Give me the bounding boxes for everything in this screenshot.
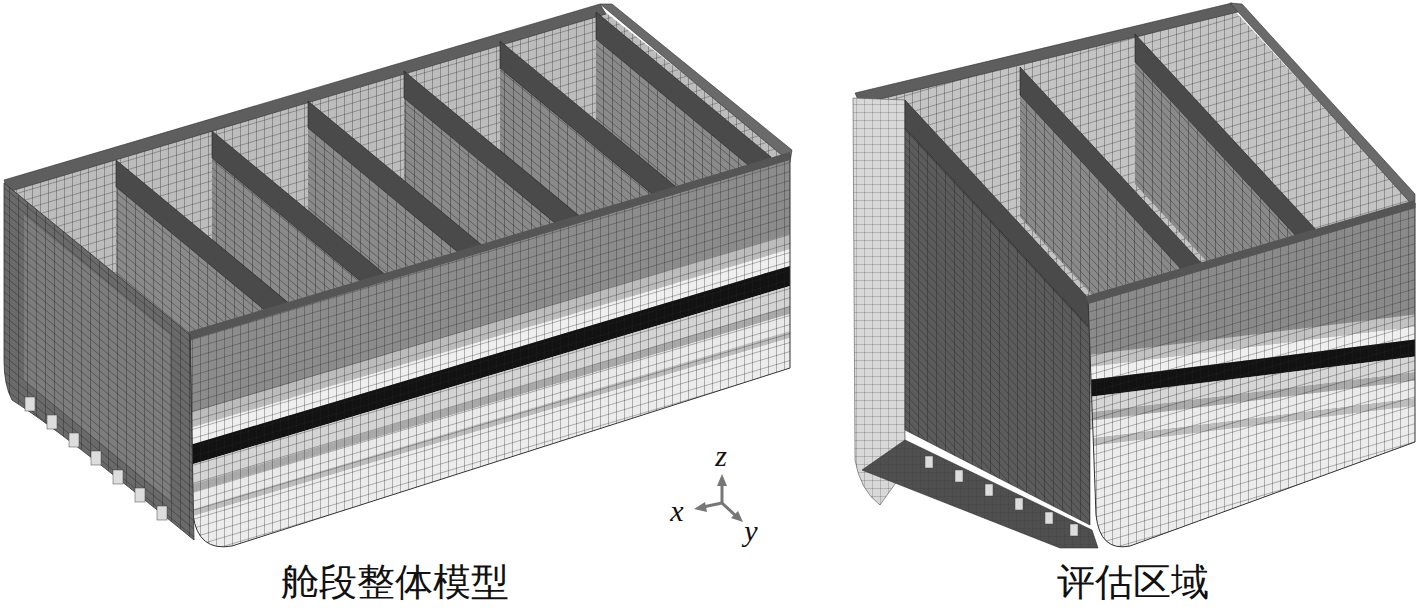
axis-head [731, 511, 743, 522]
end-web-mesh [24, 215, 170, 500]
axis-triad [703, 484, 736, 516]
side-shell-outline [190, 155, 790, 547]
floor-opening [91, 451, 101, 465]
floor-openings [25, 397, 167, 520]
axis-label: y [744, 514, 757, 547]
floor-opening [47, 415, 57, 429]
shell-base [1080, 190, 1417, 560]
end-bulkhead [4, 183, 194, 540]
floor-opening [1045, 512, 1053, 524]
shell-mesh [180, 150, 800, 560]
far-side-shell-mesh [853, 98, 905, 505]
floor-opening [157, 506, 167, 520]
floor-opening [925, 456, 933, 468]
floor-opening [25, 397, 35, 411]
floor-opening [113, 470, 123, 484]
floor-opening [1070, 524, 1078, 536]
end-girder [905, 100, 1090, 328]
floor-opening [1015, 498, 1023, 510]
axis-y [722, 503, 736, 516]
side-shell [1080, 190, 1417, 560]
side-shell [180, 150, 800, 578]
end-bulkhead-mesh [905, 128, 1090, 525]
axis-head [717, 474, 727, 486]
axis-head [694, 502, 707, 512]
end-bulkhead [905, 128, 1090, 525]
axis-label: x [670, 494, 683, 527]
far-side-shell [853, 98, 905, 505]
near-deck-edge [1086, 200, 1415, 304]
axis-label: z [715, 439, 727, 472]
caption-label: 评估区域 [1057, 562, 1209, 604]
evaluation-region-model [853, 3, 1417, 560]
shell-mesh [1080, 190, 1417, 560]
near-deck-edge [188, 152, 790, 340]
caption-label: 舱段整体模型 [281, 562, 509, 604]
axis-z [721, 484, 724, 503]
floor-opening [985, 484, 993, 496]
end-web [24, 215, 170, 500]
axis-heads [694, 474, 743, 522]
end-bulkhead-mesh [4, 183, 194, 540]
whole-section-model [4, 4, 800, 578]
floor-openings [925, 456, 1078, 536]
floor-opening [955, 470, 963, 482]
floor-opening [135, 488, 145, 502]
floor-opening [69, 433, 79, 447]
